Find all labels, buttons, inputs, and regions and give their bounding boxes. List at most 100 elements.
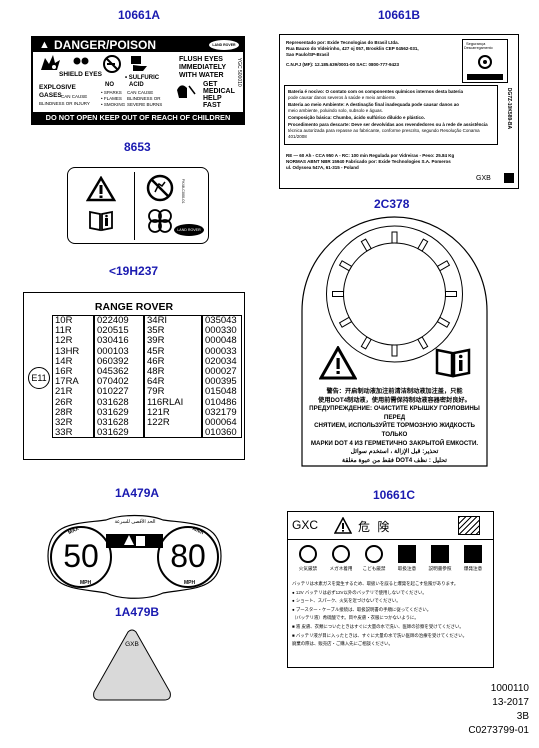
- side-code: YGC 500010: [235, 57, 242, 87]
- speed-right: 80: [170, 538, 206, 574]
- table-cell: 060392: [97, 355, 129, 367]
- fan-icon: [148, 209, 172, 233]
- corner-mark-icon: [504, 173, 514, 183]
- table-cell: 79R: [147, 386, 165, 398]
- hatched-box: [458, 516, 480, 535]
- cap-notch: [332, 291, 344, 297]
- table-cell: 022409: [97, 315, 129, 326]
- divider: [134, 172, 135, 240]
- triangle-code: GXB: [125, 641, 139, 648]
- side-code: DG7Z-10K589-BA: [505, 87, 512, 130]
- no-smoking-icon: [103, 55, 121, 73]
- label-10661b: Representado por: Exide Tecnologias do B…: [279, 34, 519, 189]
- table-cell: 17RA: [55, 376, 79, 388]
- part-code-10661a: 10661A: [118, 8, 161, 22]
- table-cell: 000103: [97, 345, 129, 357]
- explosion-icon: [41, 55, 60, 70]
- table-cell: 16R: [55, 366, 73, 378]
- part-code-8653: 8653: [124, 140, 151, 154]
- table-cell: 031628: [97, 396, 129, 408]
- pictogram-2: メガネ着用: [325, 544, 357, 576]
- table-cell: 070402: [97, 376, 129, 388]
- cap-notch: [360, 238, 372, 252]
- table-cell: 34RI: [147, 315, 168, 326]
- warning-icon: ▲: [39, 39, 50, 51]
- pictogram-label: 取扱注意: [397, 566, 417, 571]
- pictogram-icon: [332, 545, 350, 563]
- table-cell: 010227: [97, 386, 129, 398]
- table-cell: 39R: [147, 335, 165, 347]
- table-cell: 000330: [205, 325, 237, 337]
- triangle-outline: [93, 629, 171, 701]
- table-cell: 000027: [205, 366, 237, 378]
- cap-notch: [391, 344, 398, 357]
- pictogram-row: 火気厳禁メガネ着用こども厳禁取扱注意説明書参照爆発注意: [292, 544, 490, 576]
- pictogram-icon: [431, 545, 449, 563]
- footer-line-2: 13-2017: [492, 697, 529, 708]
- cap-notch: [417, 336, 429, 350]
- e-mark: E11: [28, 367, 50, 389]
- pictogram-label: メガネ着用: [329, 566, 353, 571]
- cap-notch: [445, 291, 457, 297]
- acid-hand-icon: [131, 56, 147, 71]
- warning-triangle-icon: [86, 176, 116, 202]
- table-cell: 46R: [147, 355, 165, 367]
- table-cell: 020034: [205, 355, 237, 367]
- table-cell: 035043: [205, 315, 237, 326]
- label-2c378: 警告：开启制动液加注前清洁制动液加注盖，只能 使用DOT4制动液，使用前需保持制…: [301, 216, 488, 467]
- table-cell: 33R: [55, 427, 73, 439]
- part-code-2c378: 2C378: [374, 197, 410, 211]
- table-cell: 32R: [55, 417, 73, 429]
- eye-wash-icon: [177, 85, 196, 98]
- table-cell: 000033: [205, 345, 237, 357]
- footer-line-4: C0273799-01: [468, 725, 529, 736]
- table-cell: 12R: [55, 335, 73, 347]
- table-cell: 26R: [55, 396, 73, 408]
- table-cell: 14R: [55, 355, 73, 367]
- pictogram-5: 説明書参照: [424, 544, 456, 576]
- table-cell: 28R: [55, 406, 73, 418]
- danger-header: ▲ DANGER/POISON LAND ROVER: [33, 38, 243, 52]
- pictogram-icon: [398, 545, 416, 563]
- table-cell: 45R: [147, 345, 165, 357]
- recycling-badge: Segurança Descarregamento: [462, 39, 508, 83]
- speed-label-outline: [47, 514, 222, 599]
- goggles-icon: [73, 57, 89, 65]
- label-10661a: ▲ DANGER/POISON LAND ROVER SHIELD EYES E…: [31, 36, 245, 125]
- no-fan-touch-icon: [146, 174, 174, 202]
- pictogram-4: 取扱注意: [391, 544, 423, 576]
- label-title: RANGE ROVER: [94, 301, 174, 313]
- table-cell: 13HR: [55, 345, 80, 357]
- part-code-19h237: <19H237: [109, 264, 159, 278]
- cap-notch: [360, 336, 372, 350]
- warning-triangle-icon: [319, 346, 357, 380]
- cap-notch: [436, 316, 451, 328]
- table-cell: 030416: [97, 335, 129, 347]
- part-code-10661c: 10661C: [373, 488, 416, 502]
- brake-fluid-warning: 警告：开启制动液加注前清洁制动液加注盖，只能 使用DOT4制动液，使用前需保持制…: [309, 388, 480, 464]
- label-1a479a: 50 80 MAX MPH km/h MPH الحد الأقصى للسرع…: [46, 512, 223, 601]
- speed-left: 50: [63, 538, 99, 574]
- table-cell: 48R: [147, 366, 165, 378]
- table-cell: 031628: [97, 417, 129, 429]
- cap-notch: [436, 260, 451, 272]
- table-cell: 000064: [205, 417, 237, 429]
- manual-book-icon: [435, 348, 471, 378]
- table-cell: 21R: [55, 386, 73, 398]
- pictogram-6: 爆発注意: [457, 544, 489, 576]
- warning-book-icons: [124, 535, 145, 546]
- pictogram-label: 説明書参照: [428, 566, 452, 571]
- table-cell: 10R: [55, 315, 73, 326]
- land-rover-logo: LAND ROVER: [174, 224, 204, 236]
- pictogram-label: 爆発注意: [463, 566, 483, 571]
- table-cell: 032179: [205, 406, 237, 418]
- cap-notch: [338, 316, 353, 328]
- cap-notch: [338, 260, 353, 272]
- table-cell: 64R: [147, 376, 165, 388]
- table-cell: 010486: [205, 396, 237, 408]
